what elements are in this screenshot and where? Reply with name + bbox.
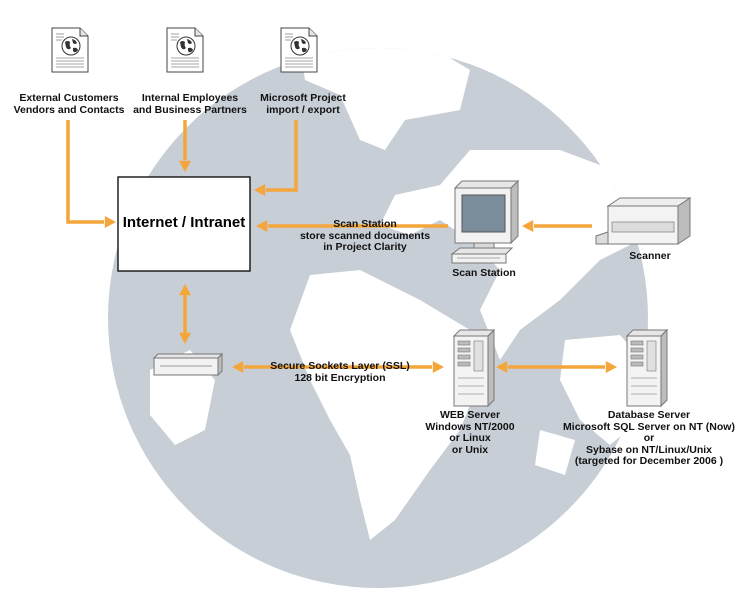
label-external-customers: External Customers Vendors and Contacts [13,92,125,116]
computer-monitor-icon [450,179,520,264]
document-globe-icon [166,27,204,73]
label-ssl: Secure Sockets Layer (SSL) 128 bit Encry… [270,360,410,384]
flatbed-scanner-icon [595,197,692,245]
tower-server-icon [626,329,668,407]
label-internal-employees: Internal Employees and Business Partners [133,92,247,116]
arrow-head [179,160,191,172]
world-globe-icon [108,48,648,588]
arrow-head [179,332,191,344]
connection-arrows [66,120,617,373]
label-scanner: Scanner [629,250,671,262]
label-web-server: WEB Server Windows NT/2000 or Linux or U… [425,409,515,456]
label-scan-station-note: Scan Station store scanned documents in … [299,218,431,253]
arrow-head [432,361,444,373]
internet-intranet-title: Internet / Intranet [122,214,246,231]
internet-intranet-box [117,176,251,272]
arrow-head [254,184,266,196]
label-database-server: Database Server Microsoft SQL Server on … [563,409,735,467]
arrow-head [104,216,116,228]
arrow-head [496,361,508,373]
arrow-msproject-to-internet [266,120,298,192]
document-globe-icon [280,27,318,73]
network-switch-icon [152,352,224,377]
tower-server-icon [453,329,495,407]
arrow-head [522,220,534,232]
document-globe-icon [51,27,89,73]
arrow-head [256,220,268,232]
arrow-head [605,361,617,373]
label-scan-station: Scan Station [452,267,516,279]
arrow-head [179,284,191,296]
label-microsoft-project: Microsoft Project import / export [260,92,346,116]
arrow-head [232,361,244,373]
arrow-external-to-internet [66,120,104,224]
